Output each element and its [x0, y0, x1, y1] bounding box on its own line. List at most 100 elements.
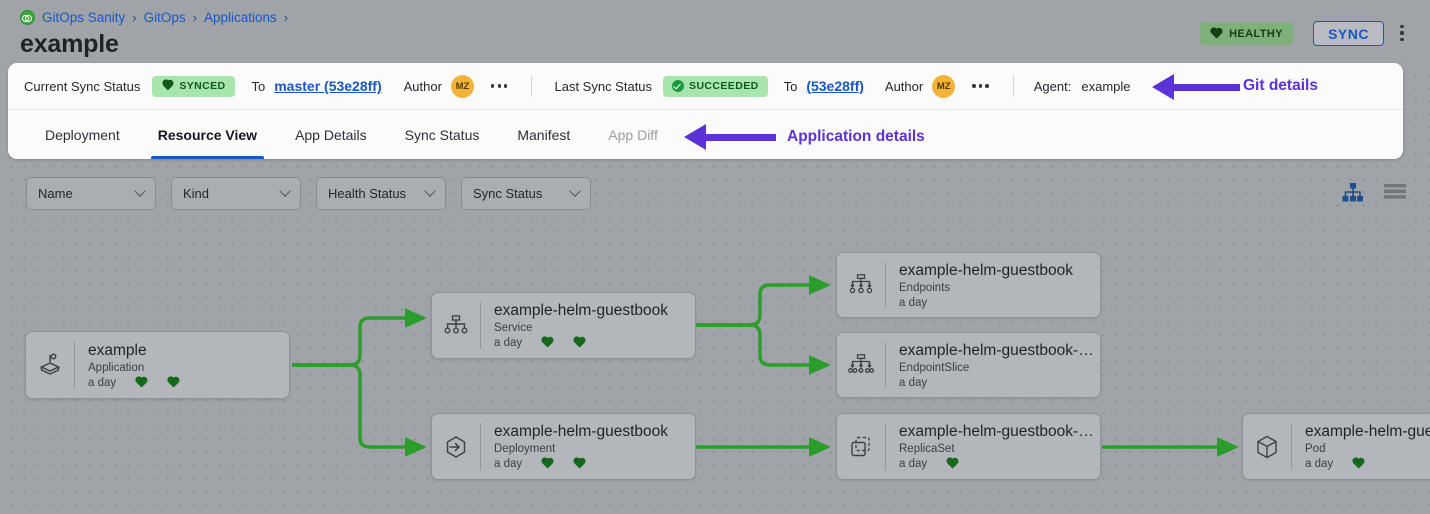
filter-sync-status-dropdown[interactable]: Sync Status [461, 177, 591, 210]
tab-app-details[interactable]: App Details [295, 126, 367, 143]
breadcrumb-separator-icon: › [283, 10, 289, 25]
node-kind: Pod [1305, 443, 1326, 455]
tab-app-diff[interactable]: App Diff [608, 126, 658, 143]
last-sync-to-label: To [783, 78, 798, 94]
filter-name-label: Name [38, 186, 73, 201]
divider [74, 341, 75, 389]
agent-value: example [1081, 78, 1131, 94]
current-sync-revision-link[interactable]: master (53e28ff) [274, 78, 382, 94]
heart-icon [1210, 28, 1223, 40]
divider [885, 262, 886, 308]
annotation-label-git-details: Git details [1243, 77, 1318, 94]
agent-label: Agent: [1033, 78, 1072, 94]
current-sync-status-badge-text: SYNCED [179, 80, 226, 92]
node-kind: EndpointSlice [899, 361, 970, 374]
endpoints-icon [837, 273, 885, 297]
health-heart-icon [541, 337, 554, 349]
filter-health-status-dropdown[interactable]: Health Status [316, 177, 446, 210]
arrow-shaft [1174, 83, 1240, 91]
last-sync-author-label: Author [884, 78, 924, 94]
tab-deployment[interactable]: Deployment [45, 126, 120, 143]
gitops-logo-icon [20, 10, 35, 25]
chevron-down-icon [134, 185, 146, 197]
filter-name-dropdown[interactable]: Name [26, 177, 156, 210]
current-sync-status-badge: SYNCED [152, 75, 235, 97]
view-toggle-group [1342, 183, 1406, 202]
graph-node-endpointslice[interactable]: example-helm-guestbook-ct... EndpointSli… [836, 332, 1101, 398]
list-view-icon[interactable] [1384, 183, 1406, 202]
last-sync-status-badge-text: SUCCEEDED [689, 80, 759, 92]
node-kind: Endpoints [899, 281, 951, 294]
health-heart-icon [135, 377, 148, 389]
filter-kind-label: Kind [183, 186, 210, 201]
divider [1012, 75, 1014, 97]
endpointslice-icon [837, 353, 885, 377]
graph-node-endpoints[interactable]: example-helm-guestbook Endpoints a day [836, 252, 1101, 318]
app-header: GitOps Sanity › GitOps › Applications › … [0, 0, 1430, 63]
more-vertical-icon[interactable] [1395, 22, 1409, 44]
sync-button[interactable]: SYNC [1313, 21, 1384, 46]
annotation-label-application-details: Application details [787, 128, 925, 145]
chevron-down-icon [279, 185, 291, 197]
status-bar: Current Sync Status SYNCED To master (53… [8, 63, 1403, 110]
health-status-badge: HEALTHY [1200, 22, 1293, 45]
health-heart-icon [1352, 458, 1365, 470]
more-horizontal-icon[interactable] [972, 84, 989, 88]
node-title: example-helm-guest [1305, 423, 1430, 440]
current-sync-author-label: Author [403, 78, 442, 94]
divider [480, 302, 481, 349]
divider [531, 75, 533, 97]
sync-heart-icon [573, 337, 586, 349]
node-title: example-helm-guestbook-ct... [899, 341, 1100, 359]
avatar[interactable]: MZ [932, 74, 956, 98]
last-sync-status-label: Last Sync Status [554, 78, 653, 94]
node-age: a day [899, 296, 928, 309]
arrow-head-icon [1152, 74, 1174, 100]
node-age: a day [88, 376, 117, 389]
node-kind: Service [494, 322, 533, 334]
tree-view-icon[interactable] [1342, 183, 1363, 202]
graph-node-service[interactable]: example-helm-guestbook Service a day [431, 292, 696, 359]
current-sync-to-label: To [251, 78, 266, 94]
filter-kind-dropdown[interactable]: Kind [171, 177, 301, 210]
more-horizontal-icon[interactable] [490, 84, 508, 88]
current-sync-status-label: Current Sync Status [24, 78, 141, 94]
graph-node-replicaset[interactable]: example-helm-guestbook-74... ReplicaSet … [836, 413, 1101, 480]
divider [1291, 423, 1292, 470]
health-heart-icon [946, 458, 959, 470]
replicaset-icon [837, 434, 885, 460]
graph-node-application[interactable]: example Application a day [25, 331, 290, 399]
node-title: example-helm-guestbook [494, 423, 669, 440]
breadcrumb: GitOps Sanity › GitOps › Applications › [20, 10, 288, 25]
deployment-icon [432, 434, 480, 460]
sync-heart-icon [573, 458, 586, 470]
divider [480, 423, 481, 470]
breadcrumb-item-gitops-sanity[interactable]: GitOps Sanity [42, 10, 126, 25]
breadcrumb-item-applications[interactable]: Applications [203, 10, 277, 25]
node-age: a day [899, 458, 928, 470]
node-title: example-helm-guestbook [494, 302, 669, 319]
tab-resource-view[interactable]: Resource View [139, 110, 276, 159]
node-age: a day [899, 376, 928, 389]
node-title: example-helm-guestbook [899, 261, 1074, 279]
node-kind: ReplicaSet [899, 443, 955, 455]
tab-manifest[interactable]: Manifest [517, 126, 571, 143]
arrow-shaft [706, 133, 776, 141]
divider [885, 423, 886, 470]
avatar[interactable]: MZ [450, 74, 474, 98]
graph-node-deployment[interactable]: example-helm-guestbook Deployment a day [431, 413, 696, 480]
filter-sync-status-label: Sync Status [473, 186, 543, 201]
check-circle-icon [672, 80, 685, 92]
divider [885, 342, 886, 388]
graph-node-pod[interactable]: example-helm-guest Pod a day [1242, 413, 1430, 480]
last-sync-revision-link[interactable]: (53e28ff) [806, 78, 864, 94]
heart-icon [161, 80, 174, 92]
breadcrumb-separator-icon: › [192, 10, 197, 25]
arrow-head-icon [684, 124, 706, 150]
breadcrumb-item-gitops[interactable]: GitOps [143, 10, 186, 25]
health-status-label: HEALTHY [1229, 27, 1283, 40]
page-title: example [20, 30, 119, 58]
node-age: a day [494, 337, 523, 349]
tab-sync-status[interactable]: Sync Status [404, 126, 480, 143]
